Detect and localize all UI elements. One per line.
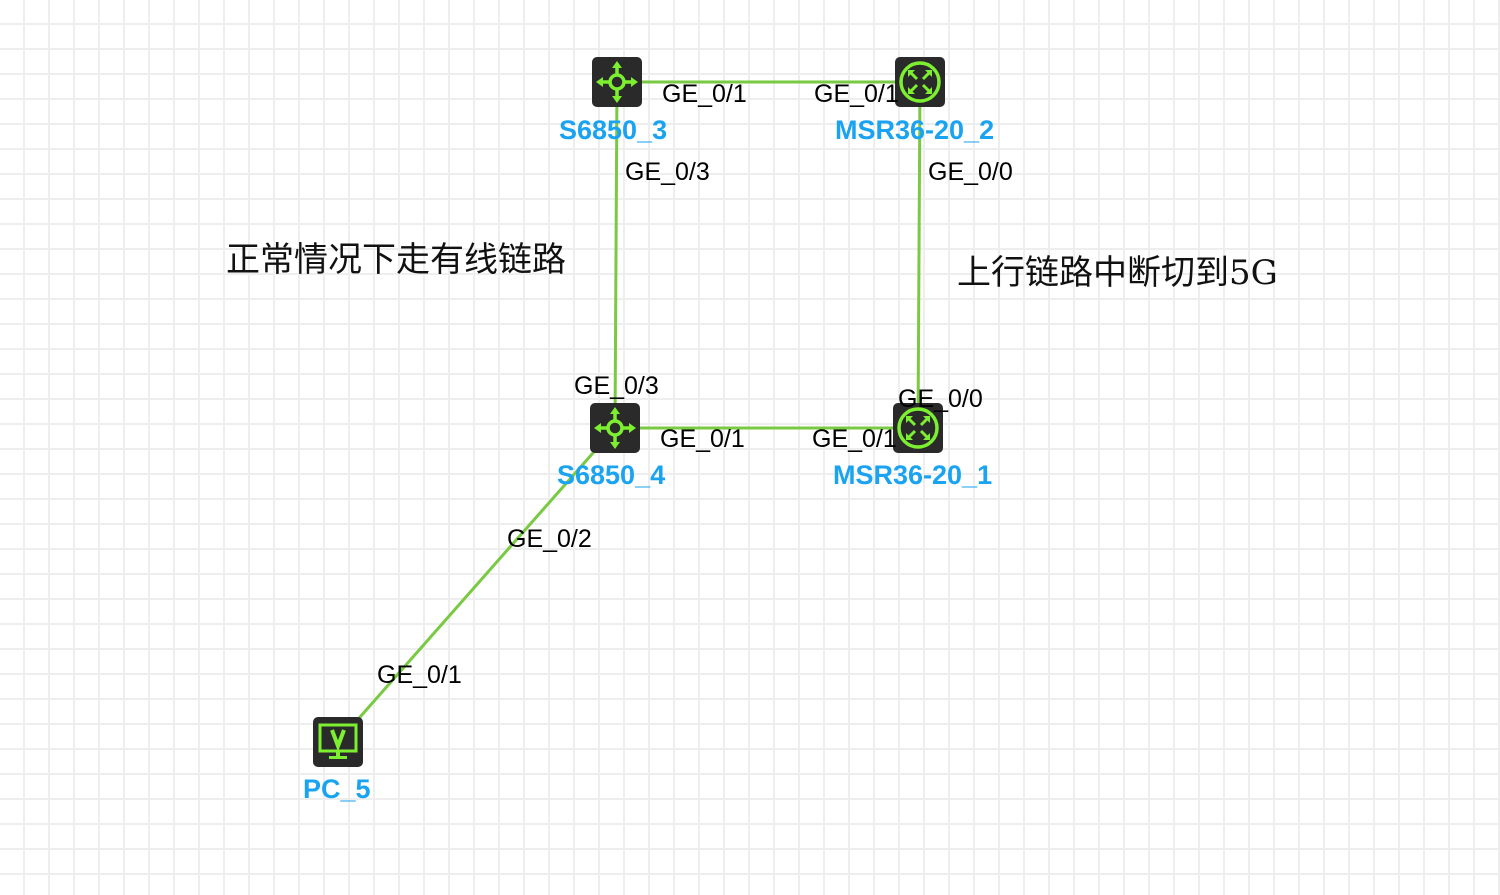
port-label: GE_0/3 — [625, 158, 710, 186]
device-label-s6850-4: S6850_4 — [557, 460, 665, 490]
switch-icon[interactable] — [590, 55, 644, 109]
port-label: GE_0/3 — [574, 372, 659, 400]
switch-icon[interactable] — [588, 401, 642, 455]
link-s4-pc[interactable] — [336, 427, 617, 743]
link-r2-r1[interactable] — [916, 81, 922, 429]
pc-icon[interactable] — [311, 715, 365, 769]
link-s3-s4[interactable] — [613, 81, 619, 429]
device-label-s6850-3: S6850_3 — [559, 115, 667, 145]
device-label-msr36-20-2: MSR36-20_2 — [835, 115, 994, 145]
router-icon[interactable] — [893, 55, 947, 109]
annotation-normal-path: 正常情况下走有线链路 — [226, 240, 566, 280]
annotation-failover-5g: 上行链路中断切到5G — [957, 253, 1278, 293]
port-label: GE_0/0 — [898, 385, 983, 413]
port-label: GE_0/1 — [660, 425, 745, 453]
port-label: GE_0/0 — [928, 158, 1013, 186]
port-label: GE_0/2 — [507, 525, 592, 553]
port-label: GE_0/1 — [812, 425, 897, 453]
device-label-msr36-20-1: MSR36-20_1 — [833, 460, 992, 490]
port-label: GE_0/1 — [814, 80, 899, 108]
port-label: GE_0/1 — [662, 80, 747, 108]
port-label: GE_0/1 — [377, 661, 462, 689]
device-label-pc-5: PC_5 — [303, 774, 371, 804]
